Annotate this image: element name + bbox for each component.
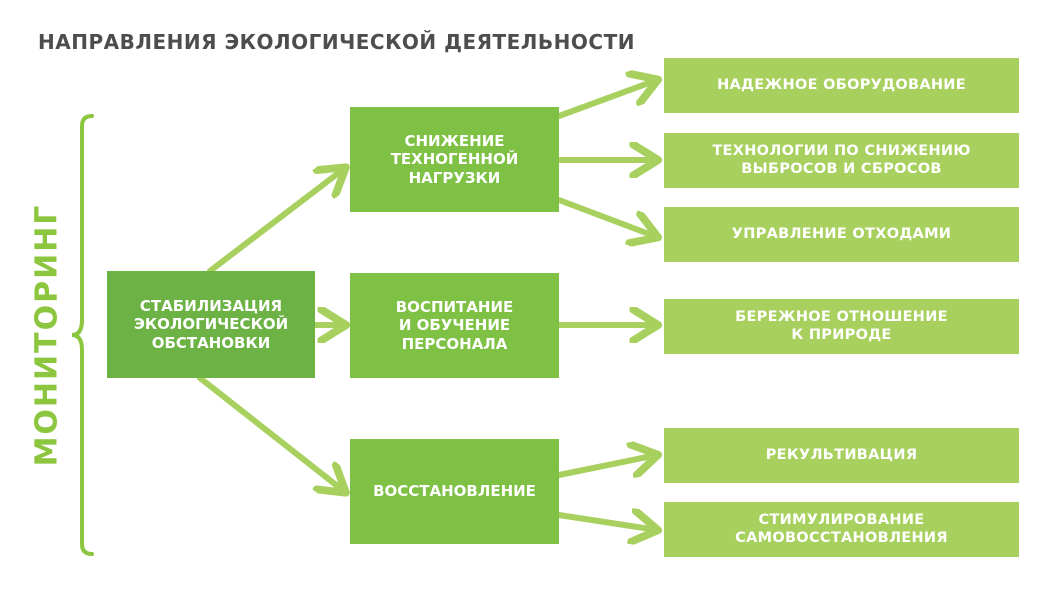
node-staff-education: ВОСПИТАНИЕ И ОБУЧЕНИЕ ПЕРСОНАЛА [350,273,559,378]
arrow-mid-2-to-leaf-4 [556,455,657,475]
node-nature-care: БЕРЕЖНОЕ ОТНОШЕНИЕ К ПРИРОДЕ [664,299,1019,354]
node-stabilization-label: СТАБИЛИЗАЦИЯ ЭКОЛОГИЧЕСКОЙ ОБСТАНОВКИ [133,297,289,352]
node-recultivation: РЕКУЛЬТИВАЦИЯ [664,428,1019,483]
diagram-title: НАПРАВЛЕНИЯ ЭКОЛОГИЧЕСКОЙ ДЕЯТЕЛЬНОСТИ [38,30,635,54]
node-emission-tech: ТЕХНОЛОГИИ ПО СНИЖЕНИЮ ВЫБРОСОВ И СБРОСО… [664,133,1019,188]
node-reliable-equipment-label: НАДЕЖНОЕ ОБОРУДОВАНИЕ [717,76,966,93]
node-self-restoration: СТИМУЛИРОВАНИЕ САМОВОССТАНОВЛЕНИЯ [664,502,1019,557]
node-waste-management-label: УПРАВЛЕНИЕ ОТХОДАМИ [731,225,952,242]
arrow-mid-0-to-leaf-2 [556,197,657,237]
arrow-mid-2-to-leaf-5 [556,515,657,530]
node-self-restoration-label: СТИМУЛИРОВАНИЕ САМОВОССТАНОВЛЕНИЯ [735,511,948,546]
node-reduce-load-label: СНИЖЕНИЕ ТЕХНОГЕННОЙ НАГРУЗКИ [390,132,519,187]
node-emission-tech-label: ТЕХНОЛОГИИ ПО СНИЖЕНИЮ ВЫБРОСОВ И СБРОСО… [712,142,971,177]
arrow-root-to-mid-2 [197,375,345,492]
node-restoration: ВОССТАНОВЛЕНИЕ [350,439,559,544]
arrow-root-to-mid-0 [207,168,345,274]
arrow-mid-0-to-leaf-0 [556,80,657,119]
arrow-group [197,80,657,530]
node-staff-education-label: ВОСПИТАНИЕ И ОБУЧЕНИЕ ПЕРСОНАЛА [395,298,514,353]
node-nature-care-label: БЕРЕЖНОЕ ОТНОШЕНИЕ К ПРИРОДЕ [735,308,948,343]
node-waste-management: УПРАВЛЕНИЕ ОТХОДАМИ [664,207,1019,262]
monitoring-brace [71,114,94,556]
node-reduce-load: СНИЖЕНИЕ ТЕХНОГЕННОЙ НАГРУЗКИ [350,107,559,212]
node-stabilization: СТАБИЛИЗАЦИЯ ЭКОЛОГИЧЕСКОЙ ОБСТАНОВКИ [107,271,315,378]
node-recultivation-label: РЕКУЛЬТИВАЦИЯ [765,446,918,463]
node-reliable-equipment: НАДЕЖНОЕ ОБОРУДОВАНИЕ [664,58,1019,113]
node-restoration-label: ВОССТАНОВЛЕНИЕ [373,482,536,501]
